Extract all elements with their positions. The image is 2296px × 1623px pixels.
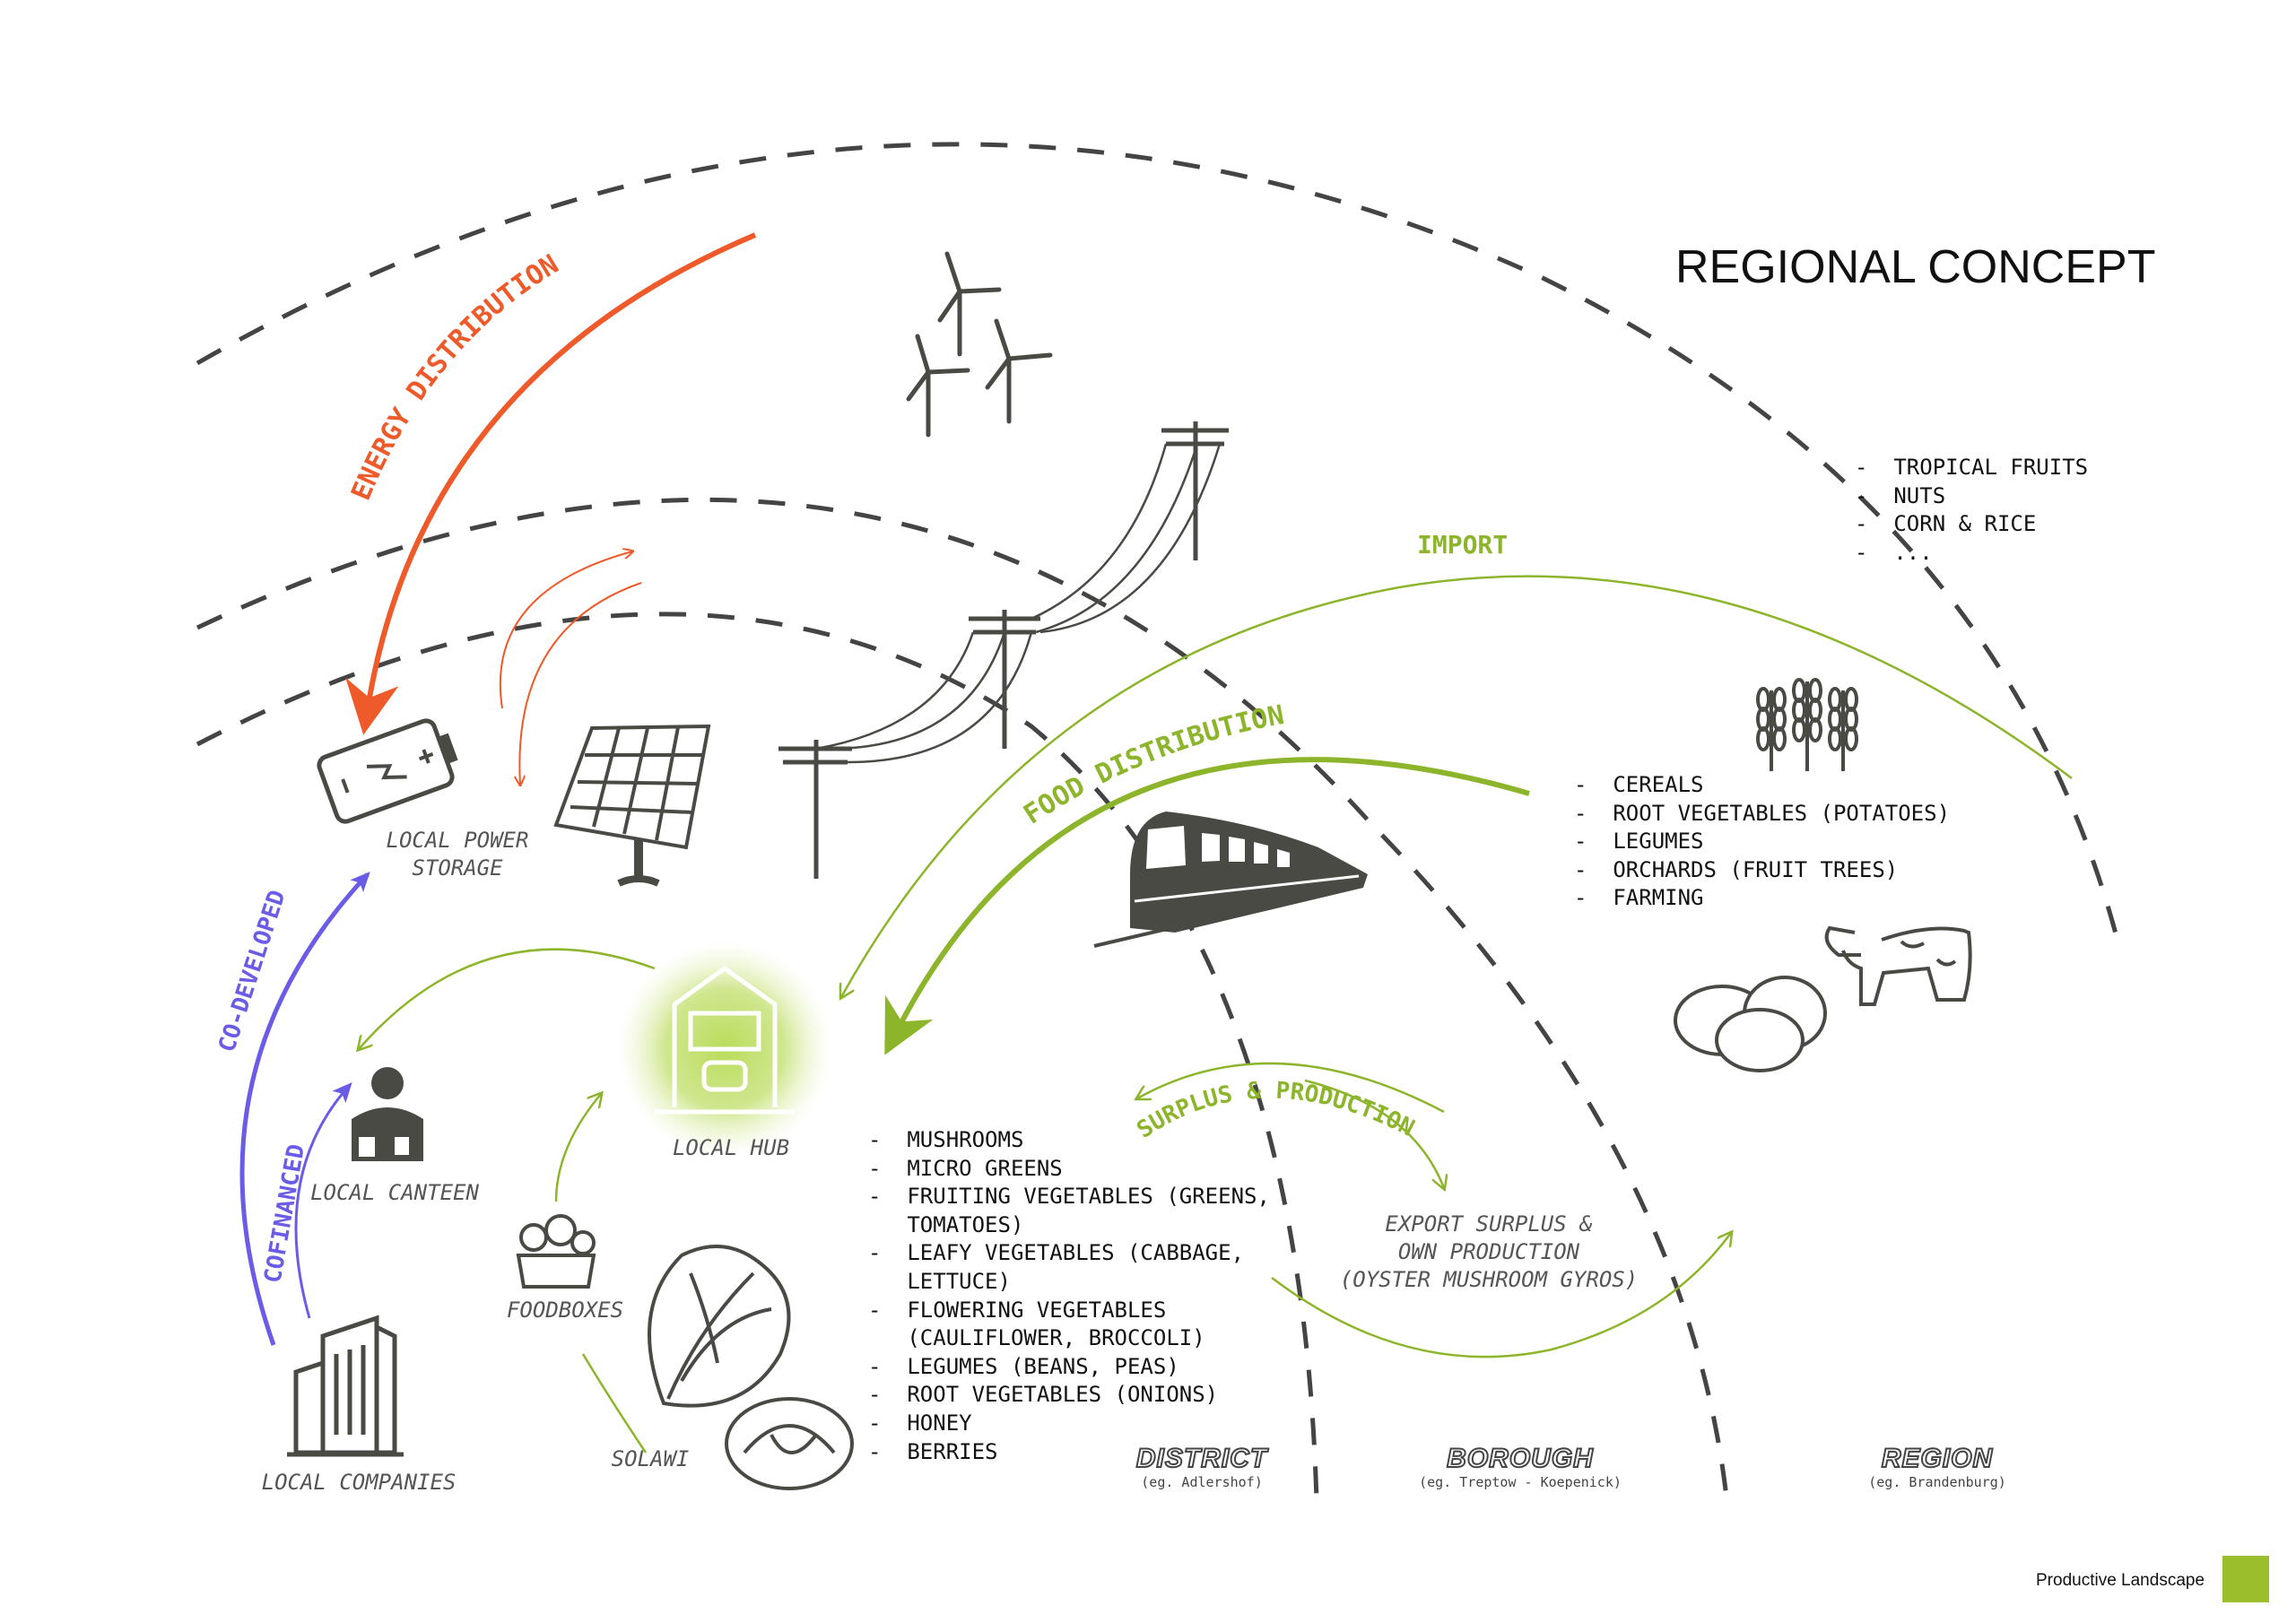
district-items-list: - MUSHROOMS - MICRO GREENS - FRUITING VE…	[868, 1126, 1270, 1466]
local-power-storage-label: LOCAL POWER STORAGE	[386, 828, 529, 881]
surplus-arrow-left	[1137, 1062, 1445, 1114]
footer-label: Productive Landscape	[2036, 1571, 2205, 1590]
list-item: - LEGUMES (BEANS, PEAS)	[868, 1353, 1179, 1379]
list-item: - CORN & RICE	[1855, 511, 2037, 537]
list-item: - NUTS	[1855, 482, 1946, 508]
energy-distribution-arrow	[345, 232, 757, 735]
borough-arc	[196, 498, 1729, 1498]
power-pole-icon	[778, 421, 1229, 879]
office-building-icon	[287, 1315, 404, 1457]
list-item: (CAULIFLOWER, BROCCOLI)	[868, 1325, 1205, 1351]
canteen-person-icon	[352, 1067, 423, 1161]
train-icon	[1093, 812, 1368, 948]
greenhouse-hub-icon	[655, 965, 795, 1115]
zone-borough: BOROUGH (eg. Treptow - Koepenick)	[1419, 1443, 1622, 1490]
battery-icon	[317, 718, 458, 824]
list-item: - FLOWERING VEGETABLES	[868, 1297, 1167, 1323]
list-item: - MICRO GREENS	[868, 1155, 1063, 1181]
foodboxes-to-hub-arrow	[554, 1094, 601, 1202]
local-canteen-label: LOCAL CANTEEN	[310, 1180, 479, 1205]
region-arc	[196, 142, 2119, 938]
list-item: LETTUCE)	[868, 1268, 1011, 1294]
potato-icon	[1674, 976, 1827, 1072]
list-item: - MUSHROOMS	[868, 1127, 1024, 1152]
list-item: - ROOT VEGETABLES (ONIONS)	[868, 1382, 1219, 1408]
surplus-arrow-right	[1304, 1079, 1444, 1188]
zone-region: REGION (eg. Brandenburg)	[1868, 1443, 2006, 1490]
local-hub-label: LOCAL HUB	[672, 1135, 790, 1160]
lettuce-icon	[648, 1245, 791, 1408]
import-arrow	[841, 575, 2073, 997]
foodboxes-label: FOODBOXES	[506, 1298, 624, 1323]
page-title: REGIONAL CONCEPT	[1675, 241, 2156, 293]
wheat-icon	[1756, 678, 1858, 771]
export-arrow	[1271, 1233, 1731, 1358]
cow-icon	[1824, 925, 1972, 1006]
solar-panel-icon	[553, 724, 711, 887]
energy-exchange-arrow-down	[519, 582, 642, 785]
cabbage-icon	[725, 1397, 854, 1490]
solawi-to-foodboxes-line	[581, 1353, 648, 1454]
hub-to-canteen-arrow	[359, 948, 656, 1049]
list-item: - LEGUMES	[1574, 829, 1704, 855]
solawi-label: SOLAWI	[611, 1446, 690, 1471]
zone-district: DISTRICT (eg. Adlershof)	[1135, 1443, 1268, 1490]
import-items-list: - TROPICAL FRUITS - NUTS - CORN & RICE -…	[1855, 454, 2088, 567]
list-item: - ORCHARDS (FRUIT TREES)	[1574, 856, 1899, 882]
region-items-list: - CEREALS - ROOT VEGETABLES (POTATOES) -…	[1574, 771, 1950, 913]
cofinanced-arrow	[294, 1082, 352, 1319]
list-item: TOMATOES)	[868, 1211, 1024, 1237]
local-companies-label: LOCAL COMPANIES	[261, 1470, 457, 1495]
energy-exchange-arrow-up	[499, 551, 632, 709]
list-item: - HONEY	[868, 1410, 972, 1436]
list-item: - LEAFY VEGETABLES (CABBAGE,	[868, 1240, 1245, 1266]
list-item: - ROOT VEGETABLES (POTATOES)	[1574, 800, 1951, 826]
list-item: - FRUITING VEGETABLES (GREENS,	[868, 1184, 1270, 1210]
list-item: - BERRIES	[868, 1438, 998, 1464]
zone-arcs	[196, 142, 2119, 1503]
co-developed-label: CO-DEVELOPED	[213, 887, 291, 1055]
wind-turbine-icon	[906, 251, 1053, 438]
list-item: - FARMING	[1574, 885, 1704, 911]
co-developed-arrow	[239, 872, 370, 1346]
list-item: - CEREALS	[1574, 772, 1704, 797]
list-item: - ...	[1855, 539, 1933, 565]
import-label: IMPORT	[1417, 530, 1508, 560]
brand-square	[2222, 1556, 2269, 1602]
cofinanced-label: COFINANCED	[259, 1142, 310, 1285]
list-item: - TROPICAL FRUITS	[1855, 455, 2089, 480]
export-label: EXPORT SURPLUS & OWN PRODUCTION (OYSTER …	[1339, 1211, 1639, 1292]
district-arc	[196, 612, 1319, 1503]
foodbox-icon	[516, 1214, 596, 1289]
food-distribution-arrow	[884, 757, 1530, 1055]
